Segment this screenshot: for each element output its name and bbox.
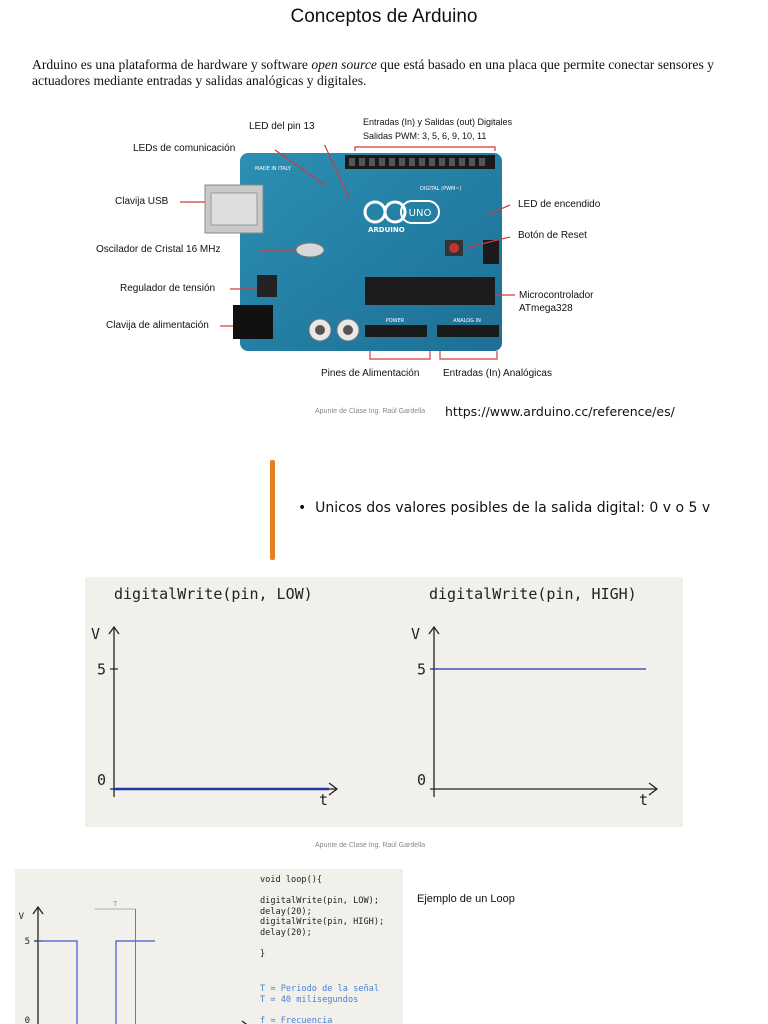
code-note-line: [260, 1005, 379, 1016]
analog-silk-text: ANALOG IN: [453, 318, 481, 324]
loop-example-panel: V 5 0 T void loop(){ digitalWrite(pin, LOW)…: [15, 869, 403, 1024]
y-tick-label: 5: [97, 660, 106, 678]
digitalwrite-graphs-panel: digitalWrite(pin, LOW) digitalWrite(pin,…: [85, 577, 683, 827]
led-pin13-label: LED del pin 13: [249, 121, 315, 132]
loop-chart-svg: V 5 0 T: [19, 900, 248, 1024]
x-axis-arrow: [648, 782, 659, 796]
digital-io-label: Entradas (In) y Salidas (out) Digitales: [363, 117, 513, 127]
code-note-line: T = 40 milisegundos: [260, 994, 359, 1005]
y-tick-label: 5: [25, 937, 30, 947]
pwm-label: Salidas PWM: 3, 5, 6, 9, 10, 11: [363, 131, 487, 141]
digital-silk-text: DIGITAL (PWM~): [420, 186, 462, 192]
y-axis-label: V: [411, 625, 420, 643]
arduino-board-diagram: UNO ARDUINO MADE IN ITALY DIGITAL (PWM~)…: [180, 145, 515, 360]
analog-in-label: Entradas (In) Analógicas: [443, 368, 552, 379]
y-axis-arrow: [428, 625, 440, 635]
code-line: delay(20);: [260, 906, 312, 917]
code-line: digitalWrite(pin, HIGH);: [260, 917, 385, 927]
bullet-dot: •: [298, 500, 316, 516]
made-in-text: MADE IN ITALY: [255, 166, 292, 172]
credit-text-2: Apunte de Clase Ing. Raúl Gardella: [315, 842, 426, 849]
intro-italic: open source: [311, 57, 377, 72]
code-line: }: [260, 948, 266, 959]
bullet-text: Unicos dos valores posibles de la salida…: [315, 500, 711, 516]
power-silk-text: POWER: [386, 318, 405, 324]
x-axis-arrow: [241, 1020, 248, 1024]
code-line: [260, 938, 384, 949]
analog-header: [437, 325, 499, 337]
intro-text-start: Arduino es una plataforma de hardware y …: [32, 57, 312, 72]
code-note-line: f = Frecuencia: [260, 1015, 333, 1024]
code-line: void loop(){: [260, 875, 323, 885]
x-axis-arrow: [328, 782, 339, 796]
microcontroller-chip: [365, 277, 495, 305]
reset-label: Botón de Reset: [518, 230, 587, 241]
power-jack-label: Clavija de alimentación: [106, 320, 209, 331]
power-header: [365, 325, 427, 337]
high-chart: V 5 0 t: [411, 625, 659, 809]
y-axis-label: V: [19, 912, 25, 922]
power-led-label: LED de encendido: [518, 199, 601, 210]
y-tick-label: 0: [25, 1016, 30, 1024]
voltage-regulator: [257, 275, 277, 297]
power-jack: [233, 305, 273, 339]
loop-example-label: Ejemplo de un Loop: [417, 893, 515, 905]
y-tick-label: 0: [417, 771, 426, 789]
code-line: [260, 886, 384, 897]
y-axis-arrow: [32, 905, 44, 915]
loop-code-block: void loop(){ digitalWrite(pin, LOW);dela…: [260, 875, 384, 959]
x-axis-label: t: [319, 791, 328, 809]
loop-chart: V 5 0 T: [19, 900, 248, 1024]
regulator-label: Regulador de tensión: [120, 283, 216, 294]
power-pins-label: Pines de Alimentación: [321, 368, 420, 379]
x-axis-label: t: [639, 791, 648, 809]
high-chart-title: digitalWrite(pin, HIGH): [429, 585, 637, 603]
y-axis-arrow: [108, 625, 120, 635]
usb-label: Clavija USB: [115, 196, 169, 207]
accent-bar: [270, 460, 275, 560]
intro-paragraph: Arduino es una plataforma de hardware y …: [32, 57, 722, 89]
reference-link[interactable]: https://www.arduino.cc/reference/es/: [445, 404, 675, 419]
y-axis-label: V: [91, 625, 100, 643]
callout-lines: [180, 145, 515, 360]
credit-text: Apunte de Clase Ing. Raúl Gardella: [315, 408, 426, 415]
code-note-line: T = Periodo de la señal: [260, 984, 379, 994]
crystal-oscillator: [295, 242, 325, 258]
bullet-item: • Unicos dos valores posibles de la sali…: [298, 500, 710, 516]
y-tick-label: 5: [417, 660, 426, 678]
board-brand-text: ARDUINO: [368, 226, 405, 234]
code-line: delay(20);: [260, 927, 312, 938]
mcu-model-label: ATmega328: [519, 303, 573, 314]
code-line: digitalWrite(pin, LOW);: [260, 896, 379, 906]
mcu-label: Microcontrolador: [519, 290, 594, 301]
board-model-text: UNO: [409, 208, 432, 219]
arduino-logo: [363, 200, 440, 224]
digitalwrite-charts-svg: V 5 0 t V 5 0 t: [91, 625, 659, 809]
y-tick-label: 0: [97, 771, 106, 789]
leds-comm-label: LEDs de comunicación: [133, 143, 236, 154]
low-chart: V 5 0 t: [91, 625, 339, 809]
intro-text-end: que está basado en una placa que permite…: [32, 57, 714, 88]
crystal-label: Oscilador de Cristal 16 MHz: [96, 244, 221, 255]
period-label: T: [113, 900, 118, 908]
low-chart-title: digitalWrite(pin, LOW): [114, 585, 313, 603]
page-title: Conceptos de Arduino: [290, 6, 478, 27]
series-line: [38, 940, 155, 1024]
